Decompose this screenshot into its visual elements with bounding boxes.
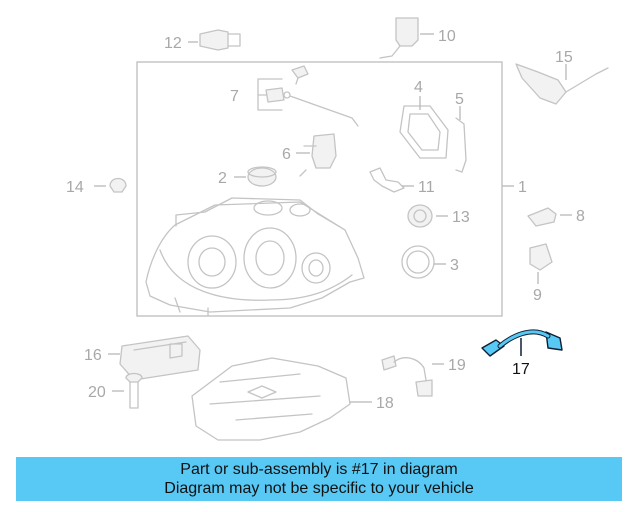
part-5-bracket — [455, 106, 467, 173]
part-4-gasket — [399, 96, 449, 159]
callout-10: 10 — [438, 28, 456, 45]
part-11-clip — [369, 167, 414, 193]
part-15-sensor — [515, 63, 609, 105]
info-banner: Part or sub-assembly is #17 in diagram D… — [16, 457, 622, 501]
part-7-screws — [257, 65, 359, 127]
part-20-bolt — [112, 372, 143, 409]
callout-13: 13 — [452, 209, 470, 226]
callout-14: 14 — [66, 179, 84, 196]
part-8-clip — [527, 207, 572, 227]
callout-5: 5 — [455, 91, 464, 108]
callout-2: 2 — [218, 170, 227, 187]
callout-20: 20 — [88, 384, 106, 401]
assembly-frame — [136, 61, 503, 317]
part-16-module — [108, 335, 201, 381]
part-3-ring — [401, 245, 446, 279]
part-12-bulb — [188, 29, 241, 51]
part-17-harness-highlighted[interactable] — [481, 329, 563, 357]
part-6-actuator — [296, 133, 337, 177]
headlamp-housing — [145, 197, 365, 317]
callout-17[interactable]: 17 — [512, 361, 530, 378]
part-10-bulb — [379, 17, 434, 59]
callout-16: 16 — [84, 347, 102, 364]
banner-line-1: Part or sub-assembly is #17 in diagram — [180, 461, 458, 478]
callout-labels: 1 2 3 4 5 6 7 8 9 10 11 12 13 14 15 16 1… — [66, 28, 585, 412]
part-14-cap — [94, 177, 127, 193]
callout-19: 19 — [448, 357, 466, 374]
callout-6: 6 — [282, 146, 291, 163]
banner-line-2: Diagram may not be specific to your vehi… — [164, 480, 474, 497]
callout-1: 1 — [518, 179, 527, 196]
callout-8: 8 — [576, 208, 585, 225]
part-9-bulb — [529, 243, 553, 284]
part-18-cover — [191, 357, 372, 441]
callout-11: 11 — [418, 179, 435, 196]
part-13-socket — [407, 204, 448, 228]
callout-15: 15 — [555, 49, 573, 66]
callout-7: 7 — [230, 88, 239, 105]
callout-9: 9 — [533, 287, 542, 304]
part-2-cap — [234, 166, 277, 187]
part-19-harness — [381, 355, 444, 397]
callout-12: 12 — [164, 35, 182, 52]
callout-18: 18 — [376, 395, 394, 412]
callout-4: 4 — [414, 79, 423, 96]
callout-3: 3 — [450, 257, 459, 274]
